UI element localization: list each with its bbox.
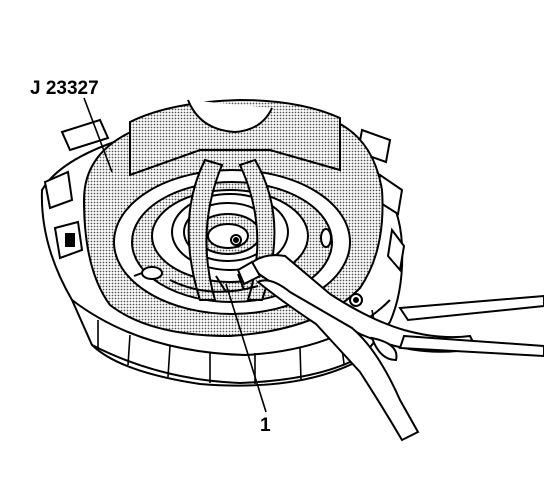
snap-ring bbox=[169, 273, 259, 293]
part-callout-label: 1 bbox=[260, 415, 271, 436]
tool-label: J 23327 bbox=[30, 78, 99, 99]
snap-ring-pliers bbox=[236, 254, 544, 442]
leader-lines bbox=[83, 97, 267, 413]
part-leader-line bbox=[225, 283, 267, 413]
plate-fasteners bbox=[133, 228, 332, 280]
tool-leader-line bbox=[83, 97, 113, 173]
